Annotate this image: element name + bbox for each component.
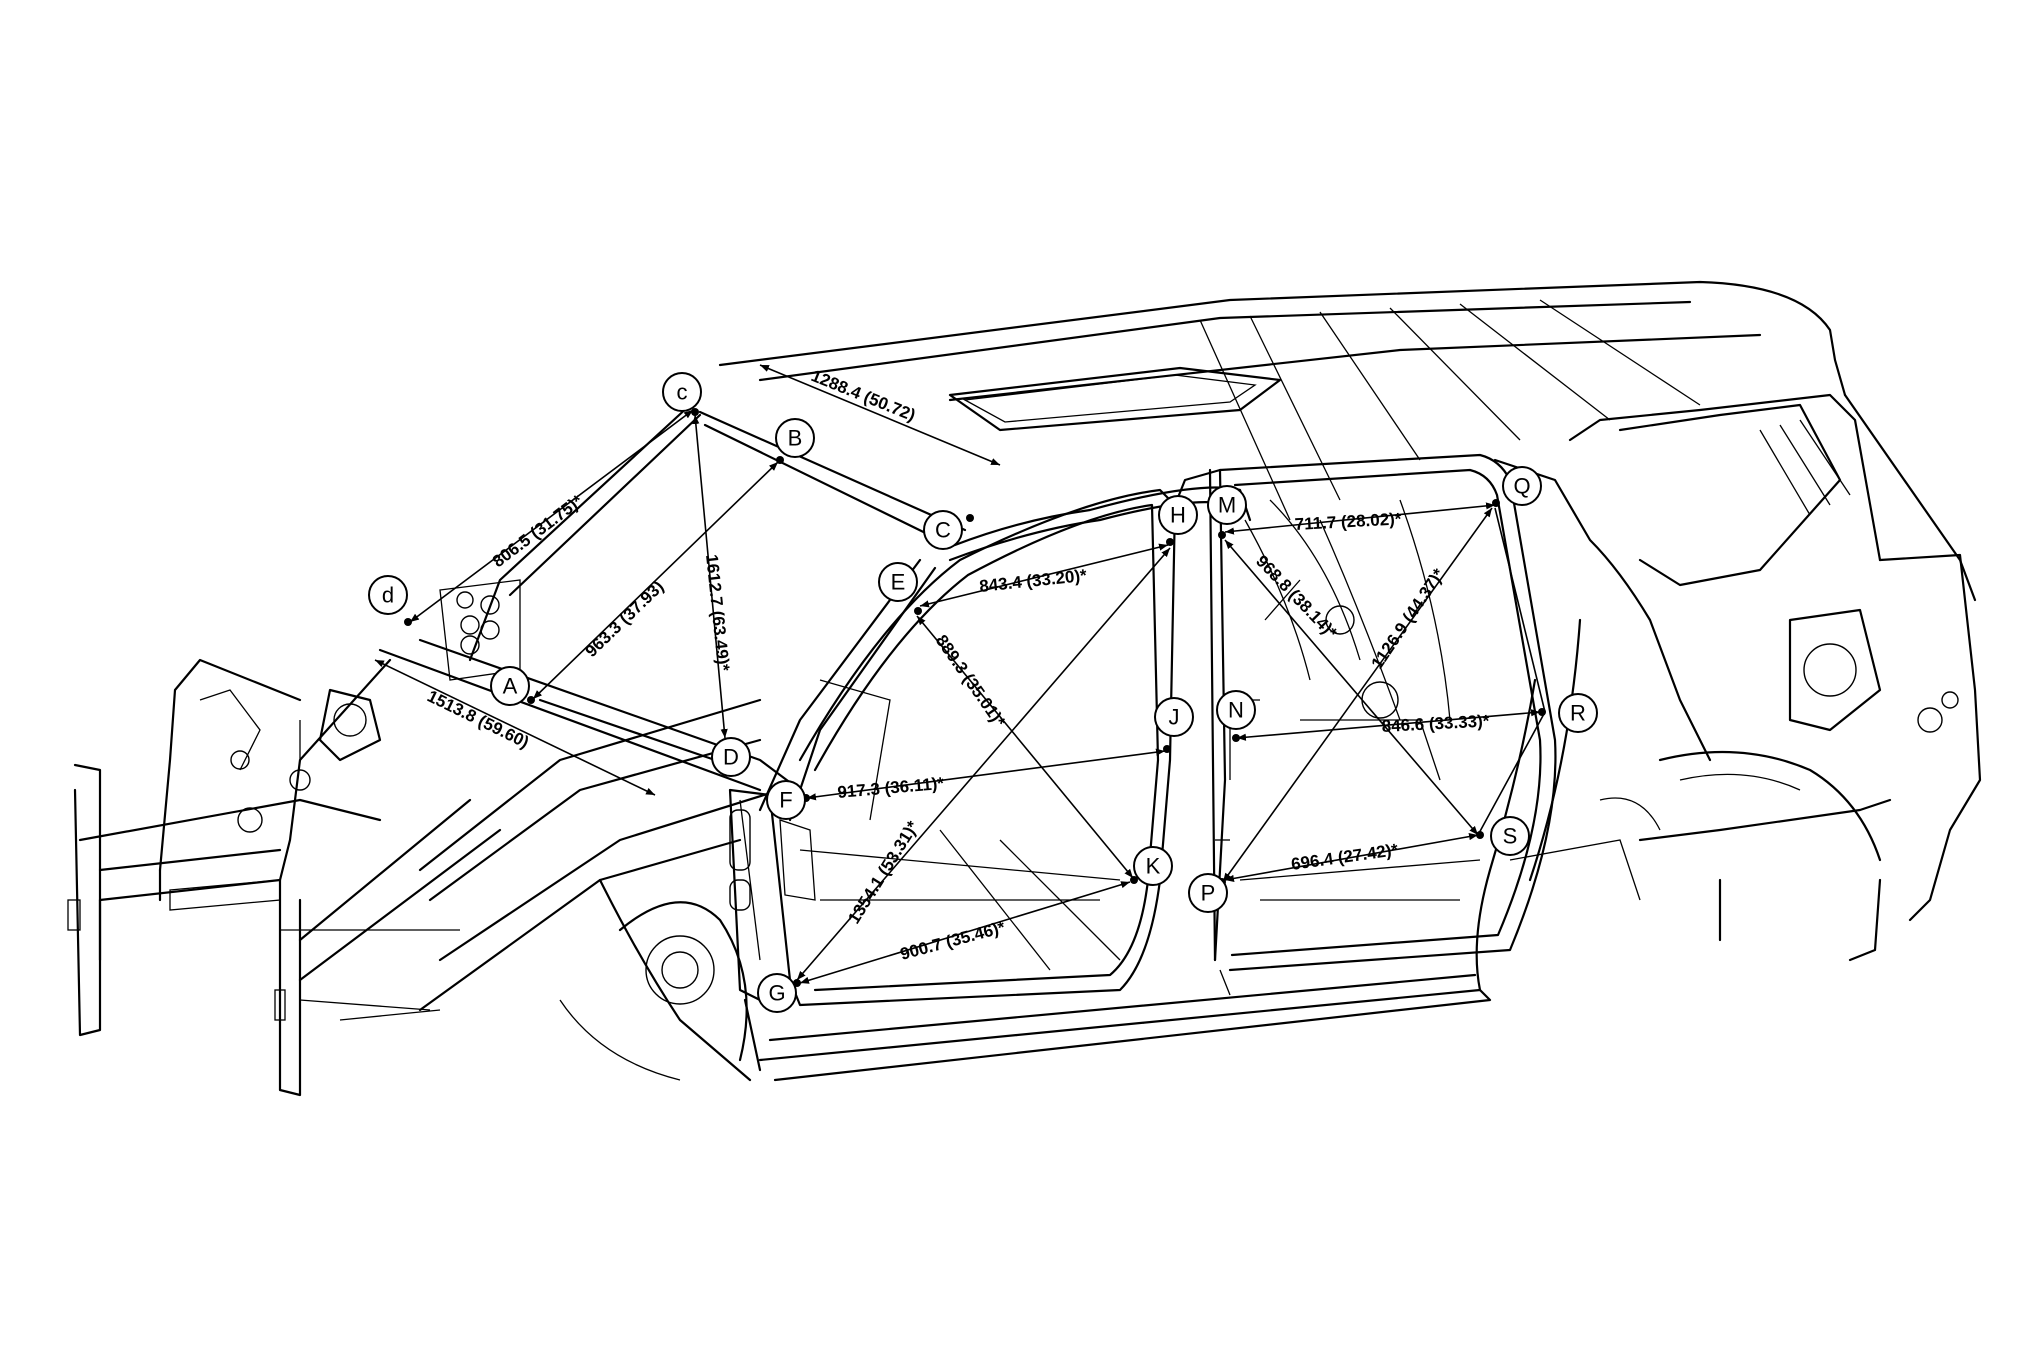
point-Q: Q — [1502, 466, 1542, 506]
svg-text:C: C — [935, 518, 951, 543]
svg-text:F: F — [779, 788, 792, 813]
dim-label-c-C: 1288.4 (50.72) — [809, 366, 919, 425]
point-N: N — [1216, 690, 1256, 730]
point-M: M — [1207, 485, 1247, 525]
point-B: B — [775, 418, 815, 458]
dim-line-N-R — [1236, 709, 1541, 741]
dim-label-M-Q: 711.7 (28.02)* — [1294, 509, 1402, 534]
point-c-upper: c — [662, 372, 702, 412]
dim-label-A-B: 963.3 (37.93) — [582, 577, 668, 661]
svg-text:K: K — [1146, 854, 1161, 879]
dim-label-P-Q: 1126.9 (44.37)* — [1368, 565, 1449, 672]
svg-text:d: d — [382, 583, 394, 608]
dim-label-G-K: 900.7 (35.46)* — [898, 918, 1007, 964]
dim-label-E-H: 843.4 (33.20)* — [978, 566, 1088, 596]
svg-text:Q: Q — [1513, 474, 1530, 499]
dimension-labels: 1288.4 (50.72) 806.5 (31.75)* 963.3 (37.… — [424, 366, 1490, 964]
dim-line-d-D — [374, 659, 656, 796]
point-callouts: c B C d A D E F — [368, 372, 1598, 1013]
dim-line-c-D — [692, 414, 728, 739]
point-P: P — [1188, 873, 1228, 913]
dim-line-P-S — [1224, 833, 1479, 882]
point-A: A — [490, 666, 530, 706]
dim-label-E-K: 889.3 (35.01)* — [932, 631, 1010, 730]
point-F: F — [766, 780, 806, 820]
point-G: G — [757, 973, 797, 1013]
svg-text:M: M — [1218, 493, 1236, 518]
dim-label-c-D: 1612.7 (63.49)* — [702, 553, 733, 672]
point-K: K — [1133, 846, 1173, 886]
dim-label-F-J: 917.3 (36.11)* — [837, 774, 945, 802]
point-J: J — [1154, 697, 1194, 737]
dim-label-M-S: 968.8 (38.14)* — [1252, 552, 1341, 643]
dim-label-G-H: 1354.1 (53.31)* — [844, 817, 922, 927]
svg-text:E: E — [891, 570, 906, 595]
svg-text:D: D — [723, 745, 739, 770]
point-C: C — [923, 510, 963, 550]
svg-text:S: S — [1503, 824, 1518, 849]
dim-line-c-C — [759, 364, 1001, 466]
svg-text:c: c — [677, 380, 688, 405]
point-H: H — [1158, 495, 1198, 535]
svg-text:H: H — [1170, 503, 1186, 528]
point-D: D — [711, 737, 751, 777]
svg-text:J: J — [1169, 705, 1180, 730]
dim-label-d-c: 806.5 (31.75)* — [489, 491, 587, 571]
point-R: R — [1558, 693, 1598, 733]
dimension-lines — [374, 364, 1546, 984]
point-S: S — [1490, 816, 1530, 856]
svg-text:B: B — [788, 426, 803, 451]
dim-label-P-S: 696.4 (27.42)* — [1290, 840, 1400, 874]
point-E: E — [878, 562, 918, 602]
vehicle-body-outline — [67, 280, 1982, 1097]
svg-text:A: A — [503, 674, 518, 699]
dim-line-G-K — [799, 881, 1131, 984]
point-d: d — [368, 575, 408, 615]
svg-text:R: R — [1570, 701, 1586, 726]
svg-text:P: P — [1201, 881, 1216, 906]
svg-text:G: G — [768, 981, 785, 1006]
svg-text:N: N — [1228, 698, 1244, 723]
dim-line-P-Q — [1222, 507, 1493, 883]
dim-line-A-B — [532, 461, 779, 700]
